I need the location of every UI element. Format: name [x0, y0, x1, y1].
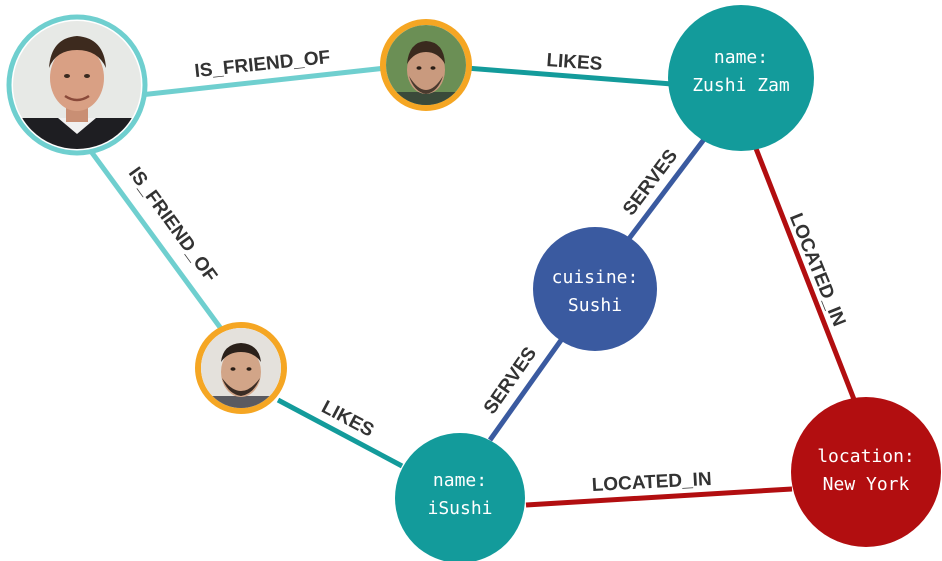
restaurant-node-isushi: name: iSushi: [395, 433, 525, 561]
person-node-top: [380, 19, 472, 111]
node-key-cuisine: cuisine:: [552, 267, 639, 288]
node-key-location: location:: [817, 446, 915, 467]
restaurant-node-zushi-zam: name: Zushi Zam: [668, 5, 814, 151]
node-value-cuisine: Sushi: [568, 295, 622, 316]
edge-is-friend-of-top: [139, 65, 387, 98]
edge-serves-top: [626, 136, 707, 242]
edge-is-friend-of-left: [87, 148, 225, 332]
edge-located-in-right: [752, 145, 858, 403]
edge-label-likes-top: LIKES: [546, 50, 603, 75]
node-key-zushi-zam: name:: [714, 47, 768, 68]
person-photo-main: [13, 21, 141, 149]
person-node-main: [6, 14, 148, 156]
node-value-location: New York: [823, 474, 910, 495]
edge-serves-bottom: [487, 334, 567, 442]
person-photo-left: [201, 328, 281, 408]
node-value-zushi-zam: Zushi Zam: [692, 75, 790, 96]
edge-located-in-bottom: [525, 486, 793, 508]
location-node-new-york: location: New York: [791, 397, 941, 547]
edge-label-located-in-bottom: LOCATED_IN: [591, 469, 712, 496]
node-key-isushi: name:: [433, 470, 487, 491]
node-value-isushi: iSushi: [427, 498, 492, 519]
edge-label-is-friend-of-left: IS_FRIEND_OF: [124, 164, 221, 287]
edge-likes-bottom: [276, 397, 404, 469]
cuisine-node-sushi: cuisine: Sushi: [533, 227, 657, 351]
edge-likes-top: [465, 65, 673, 87]
person-node-left: [195, 322, 287, 414]
